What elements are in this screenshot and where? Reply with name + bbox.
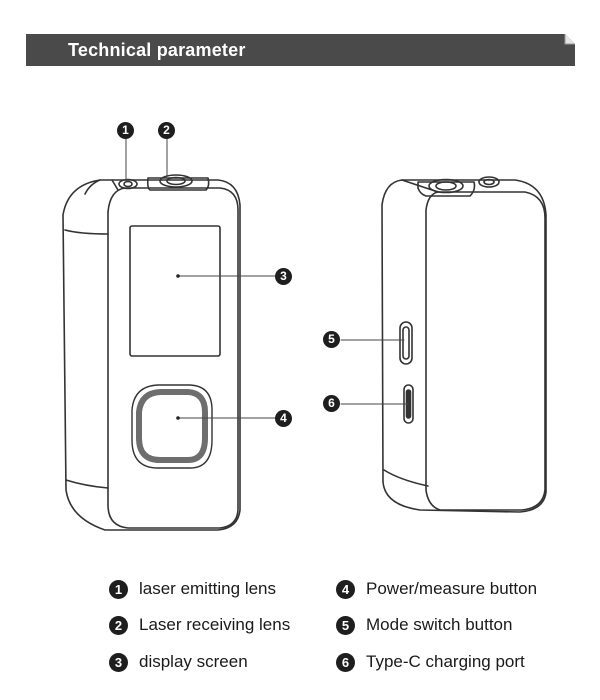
leader-lines <box>125 138 409 419</box>
legend-number: 1 <box>109 580 128 599</box>
legend-number: 2 <box>109 616 128 635</box>
legend-number: 4 <box>336 580 355 599</box>
banner-shape <box>26 34 575 66</box>
back-device-illustration <box>381 176 547 513</box>
callout-marker-4: 4 <box>275 410 292 427</box>
callout-marker-2: 2 <box>158 122 175 139</box>
page-title: Technical parameter <box>68 40 246 60</box>
legend-label: Laser receiving lens <box>139 615 291 634</box>
legend-label: Type-C charging port <box>366 652 525 671</box>
callout-marker-5: 5 <box>323 331 340 348</box>
front-device-illustration <box>62 174 241 531</box>
callout-marker-1: 1 <box>117 122 134 139</box>
button-pointer-dot <box>176 416 180 420</box>
screen-pointer-dot <box>176 274 180 278</box>
legend-number: 3 <box>109 653 128 672</box>
legend-number: 5 <box>336 616 355 635</box>
title-banner: Technical parameter <box>26 34 575 66</box>
legend-number: 6 <box>336 653 355 672</box>
legend-label: Power/measure button <box>366 579 538 598</box>
legend-label: laser emitting lens <box>139 579 277 598</box>
legend-label: Mode switch button <box>366 615 513 634</box>
legend-label: display screen <box>139 652 248 671</box>
callout-marker-3: 3 <box>275 268 292 285</box>
callout-marker-6: 6 <box>323 395 340 412</box>
